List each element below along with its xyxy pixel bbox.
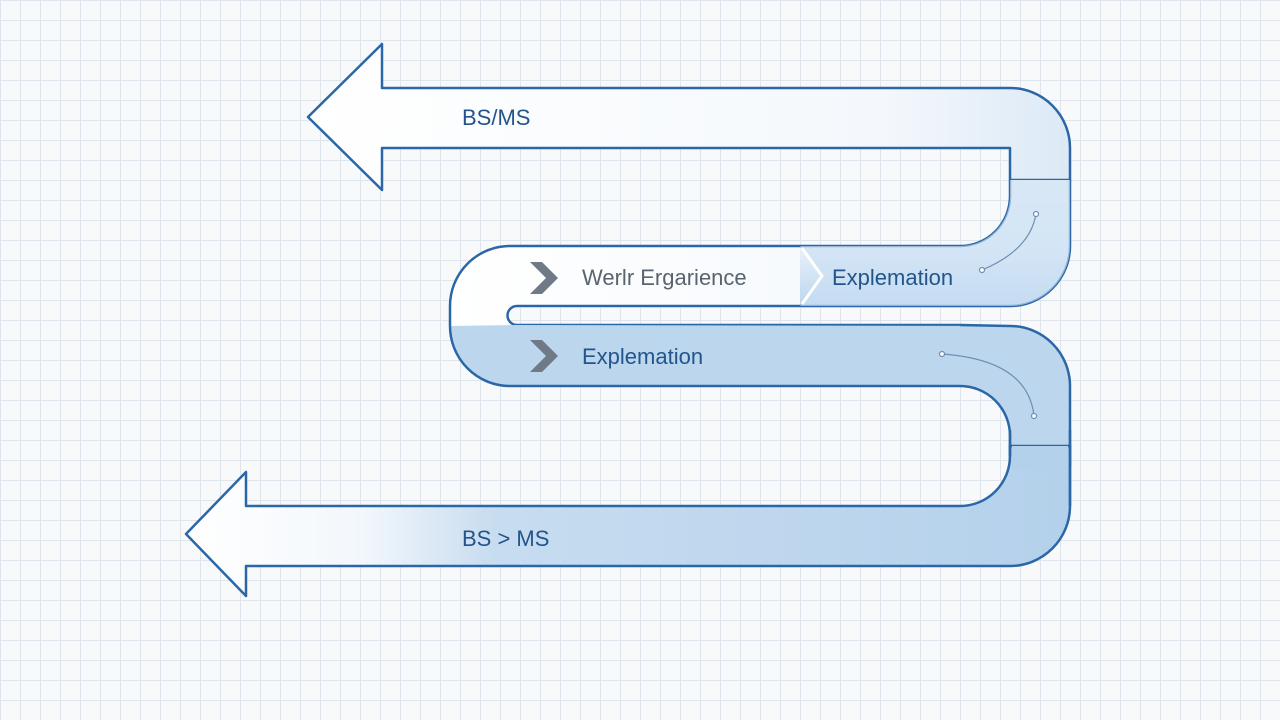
middle-label-right: Explemation	[832, 265, 953, 290]
top-arrow-label: BS/MS	[462, 105, 530, 130]
upper-connector-dot-start	[978, 266, 986, 274]
bottom-arrow-label: BS > MS	[462, 526, 549, 551]
upper-connector-dot-end	[1032, 210, 1040, 218]
bottom-arrow-side-outline	[1008, 430, 1072, 506]
chevron-right-icon	[530, 340, 558, 372]
middle-lane-blue-segment	[800, 180, 1070, 306]
middle-label-left: Werlr Ergarience	[582, 265, 747, 290]
upper-connector-curve	[981, 213, 1037, 271]
bottom-arrow	[184, 444, 1072, 598]
top-arrow	[306, 42, 1072, 192]
bottom-arrow-fill-cover	[1012, 446, 1068, 470]
lower-connector-dot-start	[938, 350, 946, 358]
middle-lane-outline	[448, 244, 1010, 327]
lower-lane-label: Explemation	[582, 344, 703, 369]
lower-lane	[450, 325, 1070, 466]
chevron-right-icon	[530, 262, 558, 294]
lower-connector-curve	[941, 353, 1035, 417]
middle-divider-chevron	[800, 247, 824, 305]
lower-lane-outline	[448, 323, 1072, 466]
lower-connector-dot-end	[1030, 412, 1038, 420]
